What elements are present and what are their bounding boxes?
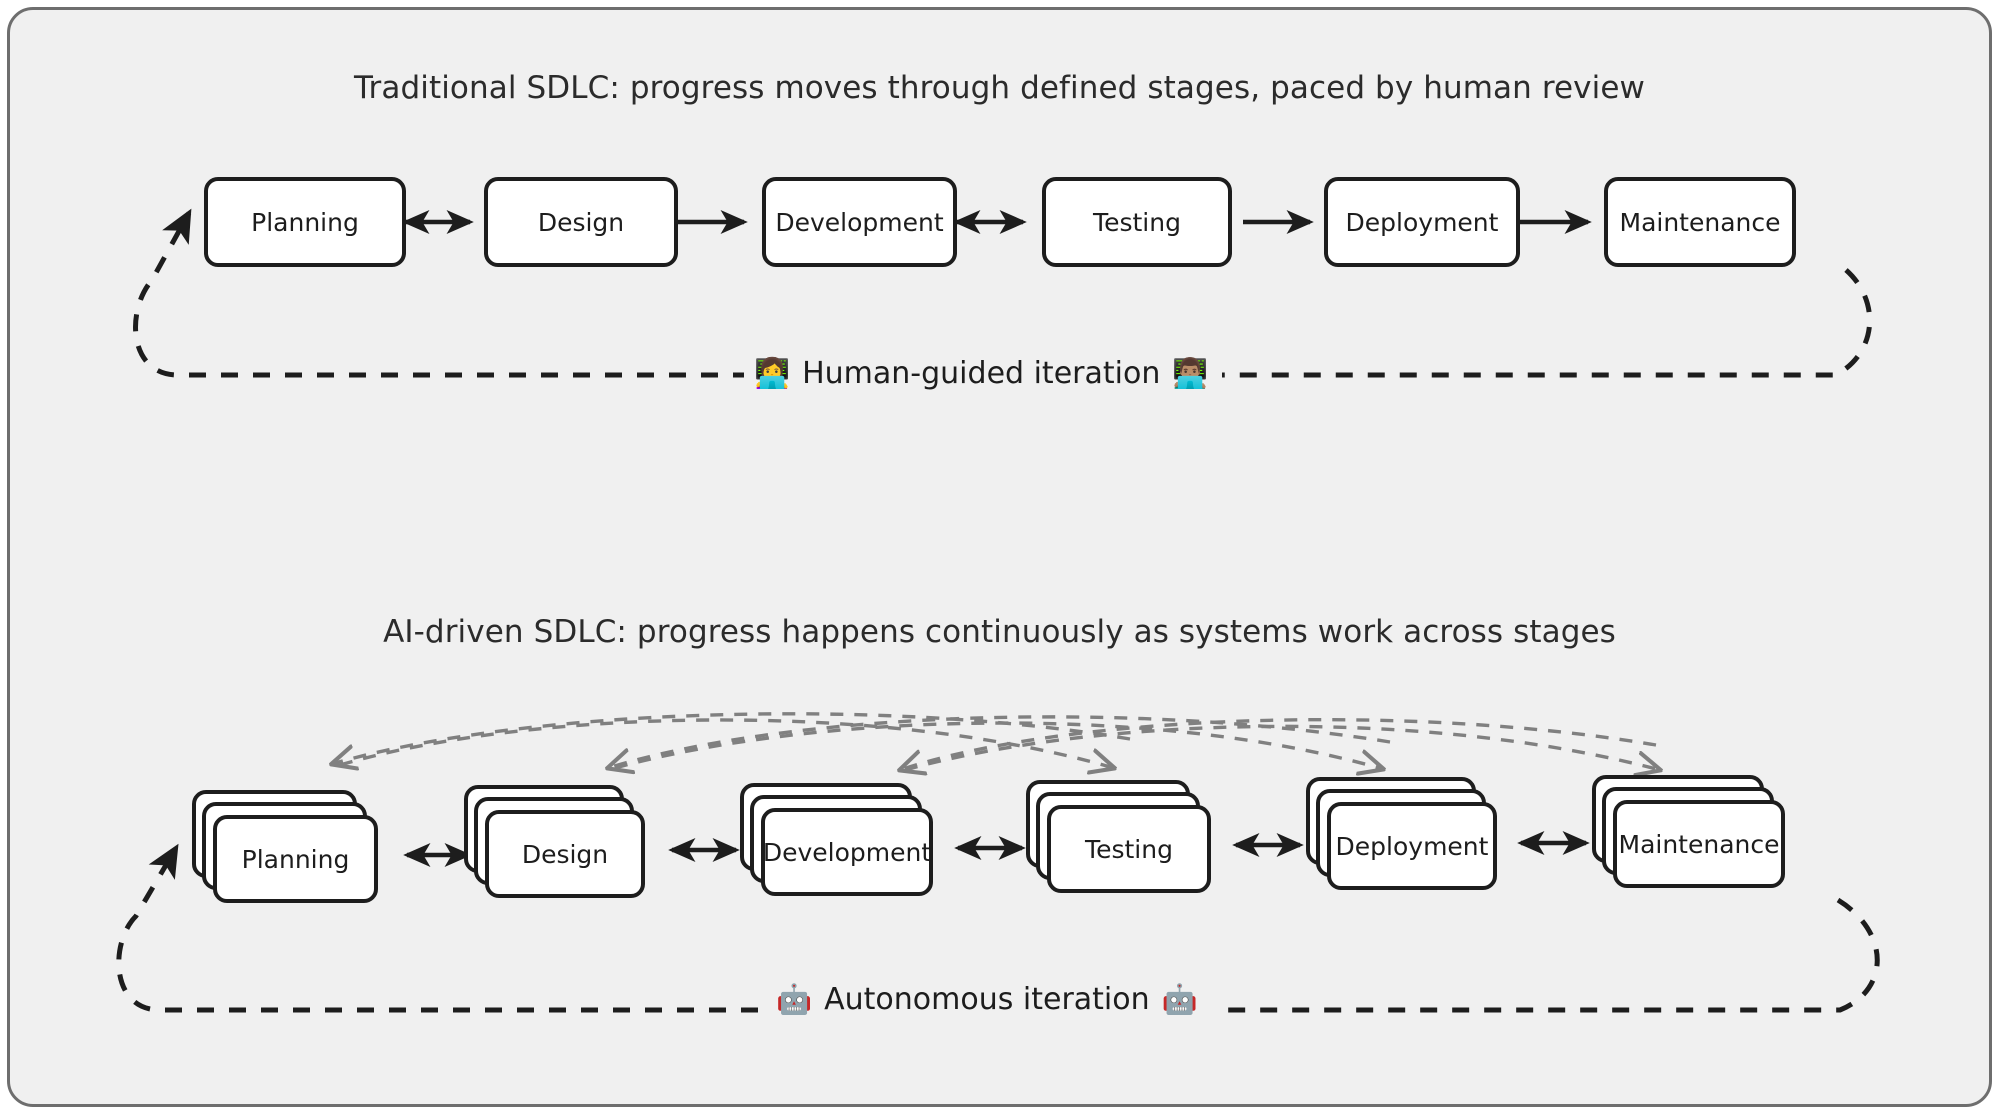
robot-icon-left: 🤖 [776,982,813,1016]
ai-loop-caption-text: Autonomous iteration [824,982,1150,1017]
stage-box-maintenance[interactable]: Maintenance [1604,177,1796,267]
stack-layer-front[interactable]: Design [485,810,645,898]
stack-layer-front[interactable]: Deployment [1327,802,1497,890]
stack-layer-front[interactable]: Planning [213,815,378,903]
ai-section-title: AI-driven SDLC: progress happens continu… [383,614,1616,650]
traditional-section-title: Traditional SDLC: progress moves through… [354,70,1645,106]
stack-layer-front[interactable]: Testing [1047,805,1211,893]
ai-loop-caption: 🤖 Autonomous iteration 🤖 [766,982,1208,1017]
stage-stack-planning[interactable]: Planning [192,790,400,906]
stage-box-testing[interactable]: Testing [1042,177,1232,267]
stage-stack-testing[interactable]: Testing [1026,780,1234,896]
stage-box-deployment[interactable]: Deployment [1324,177,1520,267]
stage-box-development[interactable]: Development [762,177,957,267]
traditional-loop-caption: 👩‍💻 Human-guided iteration 👨🏽‍💻 [744,356,1219,391]
traditional-loop-caption-text: Human-guided iteration [802,356,1161,391]
man-technologist-icon: 👨🏽‍💻 [1172,356,1209,390]
stage-stack-development[interactable]: Development [740,783,956,899]
stage-stack-design[interactable]: Design [464,785,669,901]
woman-technologist-icon: 👩‍💻 [754,356,791,390]
robot-icon-right: 🤖 [1161,982,1198,1016]
stack-layer-front[interactable]: Development [761,808,933,896]
diagram-frame [7,7,1992,1107]
stage-box-planning[interactable]: Planning [204,177,406,267]
stack-layer-front[interactable]: Maintenance [1613,800,1785,888]
stage-box-design[interactable]: Design [484,177,678,267]
stage-stack-maintenance[interactable]: Maintenance [1592,775,1808,891]
stage-stack-deployment[interactable]: Deployment [1306,777,1520,893]
